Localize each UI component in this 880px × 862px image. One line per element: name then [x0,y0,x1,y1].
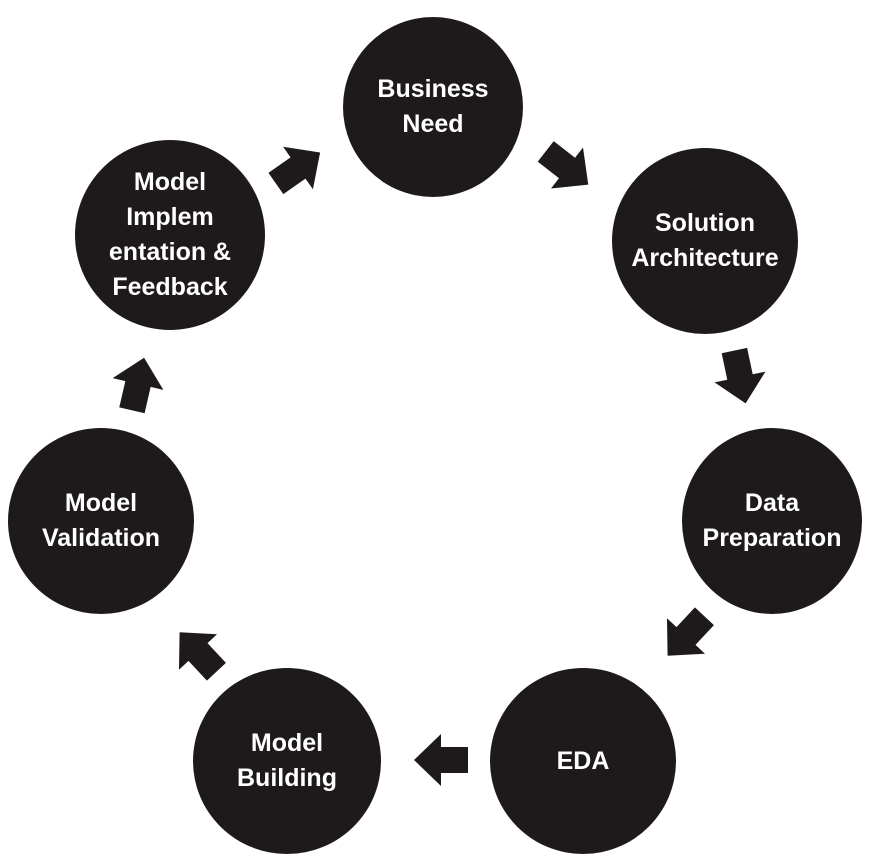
node-data-preparation: Data Preparation [682,428,862,614]
node-model-implementation-feedback-label: Model Implem entation & Feedback [108,168,232,301]
node-model-building-label: Model Building [237,729,337,792]
node-solution-architecture: Solution Architecture [612,148,798,334]
node-model-implementation-feedback: Model Implem entation & Feedback [75,140,265,330]
arrow-model-building-to-model-validation [178,632,226,681]
node-eda-label: EDA [556,746,610,775]
node-data-preparation-label: Data Preparation [702,489,842,552]
arrow-solution-architecture-to-data-preparation [714,347,766,404]
arrow-data-preparation-to-eda [666,607,714,656]
node-business-need: Business Need [343,17,523,197]
arrow-model-validation-to-model-implementation [112,357,164,414]
node-model-building: Model Building [193,668,381,854]
arrow-model-implementation-to-business-need [268,146,321,195]
node-model-validation: Model Validation [8,428,194,614]
node-business-need-label: Business Need [377,75,489,138]
arrow-eda-to-model-building [414,734,468,786]
arrow-business-need-to-solution-architecture [537,141,589,189]
node-eda: EDA [490,668,676,854]
node-model-validation-label: Model Validation [41,489,161,552]
node-solution-architecture-label: Solution Architecture [631,209,779,272]
